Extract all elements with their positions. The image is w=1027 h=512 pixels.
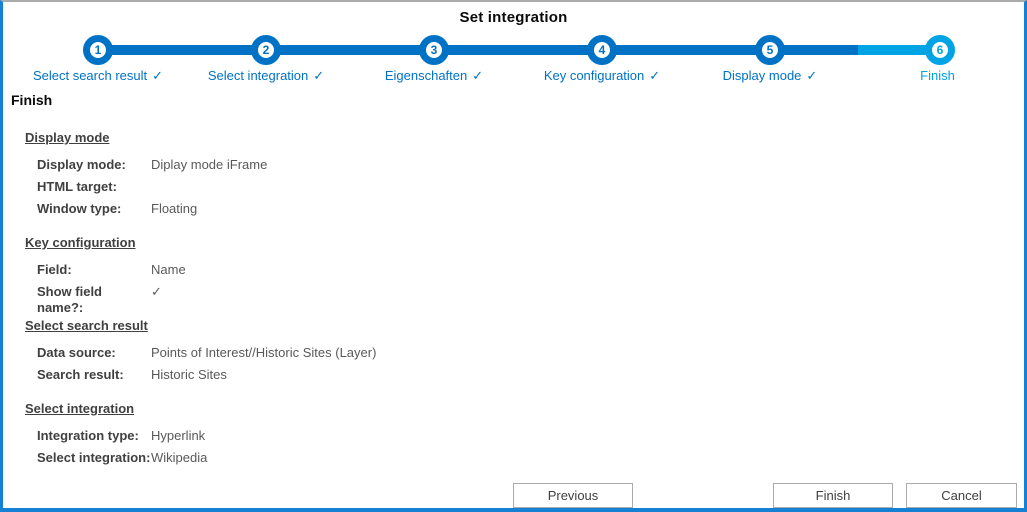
summary-row: Window type: Floating [37,201,1020,217]
section-heading: Key configuration [25,235,136,250]
section-heading: Display mode [25,130,110,145]
previous-button[interactable]: Previous [513,483,633,508]
row-value: Hyperlink [151,428,206,443]
wizard-stepper: 1 Select search result✓ 2 Select integra… [3,35,1024,85]
step-6-circle[interactable]: 6 [925,35,955,65]
step-4-complete-checkmark-icon: ✓ [649,68,661,83]
summary-row: Search result: Historic Sites [37,367,1020,383]
step-3-label: Eigenschaften✓ [384,68,484,83]
row-label: Select integration: [37,450,151,465]
step-1-complete-checkmark-icon: ✓ [152,68,164,83]
step-3-circle[interactable]: 3 [419,35,449,65]
section-heading: Select search result [25,318,148,333]
section-heading: Select integration [25,401,135,416]
dialog-title: Set integration [459,9,568,26]
stepper-step-eigenschaften[interactable]: 3 Eigenschaften✓ [344,35,524,84]
summary-row: HTML target: [37,179,1020,195]
stepper-progress-line-current [858,45,940,55]
row-label: Integration type: [37,428,139,443]
step-2-number: 2 [262,43,270,57]
stepper-step-key-configuration[interactable]: 4 Key configuration✓ [512,35,692,84]
summary-section-display-mode: Display mode Display mode: Diplay mode i… [3,122,1020,223]
row-value: Wikipedia [151,450,208,465]
step-1-circle[interactable]: 1 [83,35,113,65]
stepper-step-display-mode[interactable]: 5 Display mode✓ [680,35,860,84]
row-label: HTML target: [37,179,117,194]
row-value: Historic Sites [151,367,227,382]
summary-section-select-search-result: Select search result Data source: Points… [3,306,1020,389]
step-4-number: 4 [598,43,606,57]
stepper-step-select-integration[interactable]: 2 Select integration✓ [176,35,356,84]
summary-content: Display mode Display mode: Diplay mode i… [3,122,1020,472]
step-3-number: 3 [430,43,438,57]
row-label: Data source: [37,345,116,360]
step-2-circle[interactable]: 2 [251,35,281,65]
finish-button[interactable]: Finish [773,483,893,508]
summary-section-key-configuration: Key configuration Field: Name Show field… [3,223,1020,315]
row-value checkmark-value: ✓ [151,284,162,299]
step-6-label: Finish [920,68,955,83]
summary-row: Field: Name [37,262,1020,278]
page-title: Finish [11,92,53,108]
step-6-number: 6 [936,43,944,57]
summary-row: Select integration: Wikipedia [37,450,1020,466]
step-3-complete-checkmark-icon: ✓ [472,68,484,83]
summary-row: Integration type: Hyperlink [37,428,1020,444]
step-5-complete-checkmark-icon: ✓ [806,68,818,83]
row-label: Window type: [37,201,122,216]
row-label: Field: [37,262,72,277]
row-label: Search result: [37,367,124,382]
cancel-button[interactable]: Cancel [906,483,1017,508]
step-4-label: Key configuration✓ [543,68,661,83]
row-value: Diplay mode iFrame [151,157,268,172]
row-value: Floating [151,201,198,216]
step-1-number: 1 [94,43,102,57]
stepper-step-select-search-result[interactable]: 1 Select search result✓ [8,35,188,84]
step-5-label: Display mode✓ [722,68,818,83]
step-2-complete-checkmark-icon: ✓ [313,68,325,83]
step-5-number: 5 [766,43,774,57]
step-1-label: Select search result✓ [32,68,164,83]
step-5-circle[interactable]: 5 [755,35,785,65]
stepper-progress-line-complete [95,45,858,55]
row-label: Display mode: [37,157,126,172]
step-4-circle[interactable]: 4 [587,35,617,65]
summary-section-select-integration: Select integration Integration type: Hyp… [3,389,1020,472]
stepper-step-finish[interactable]: 6 Finish [850,35,1024,84]
row-label: Show field name?: [37,284,102,315]
summary-row: Data source: Points of Interest//Histori… [37,345,1020,361]
row-value: Name [151,262,186,277]
summary-row: Display mode: Diplay mode iFrame [37,157,1020,173]
step-2-label: Select integration✓ [207,68,325,83]
row-value: Points of Interest//Historic Sites (Laye… [151,345,377,360]
summary-row: Show field name?: ✓ [37,284,1020,315]
